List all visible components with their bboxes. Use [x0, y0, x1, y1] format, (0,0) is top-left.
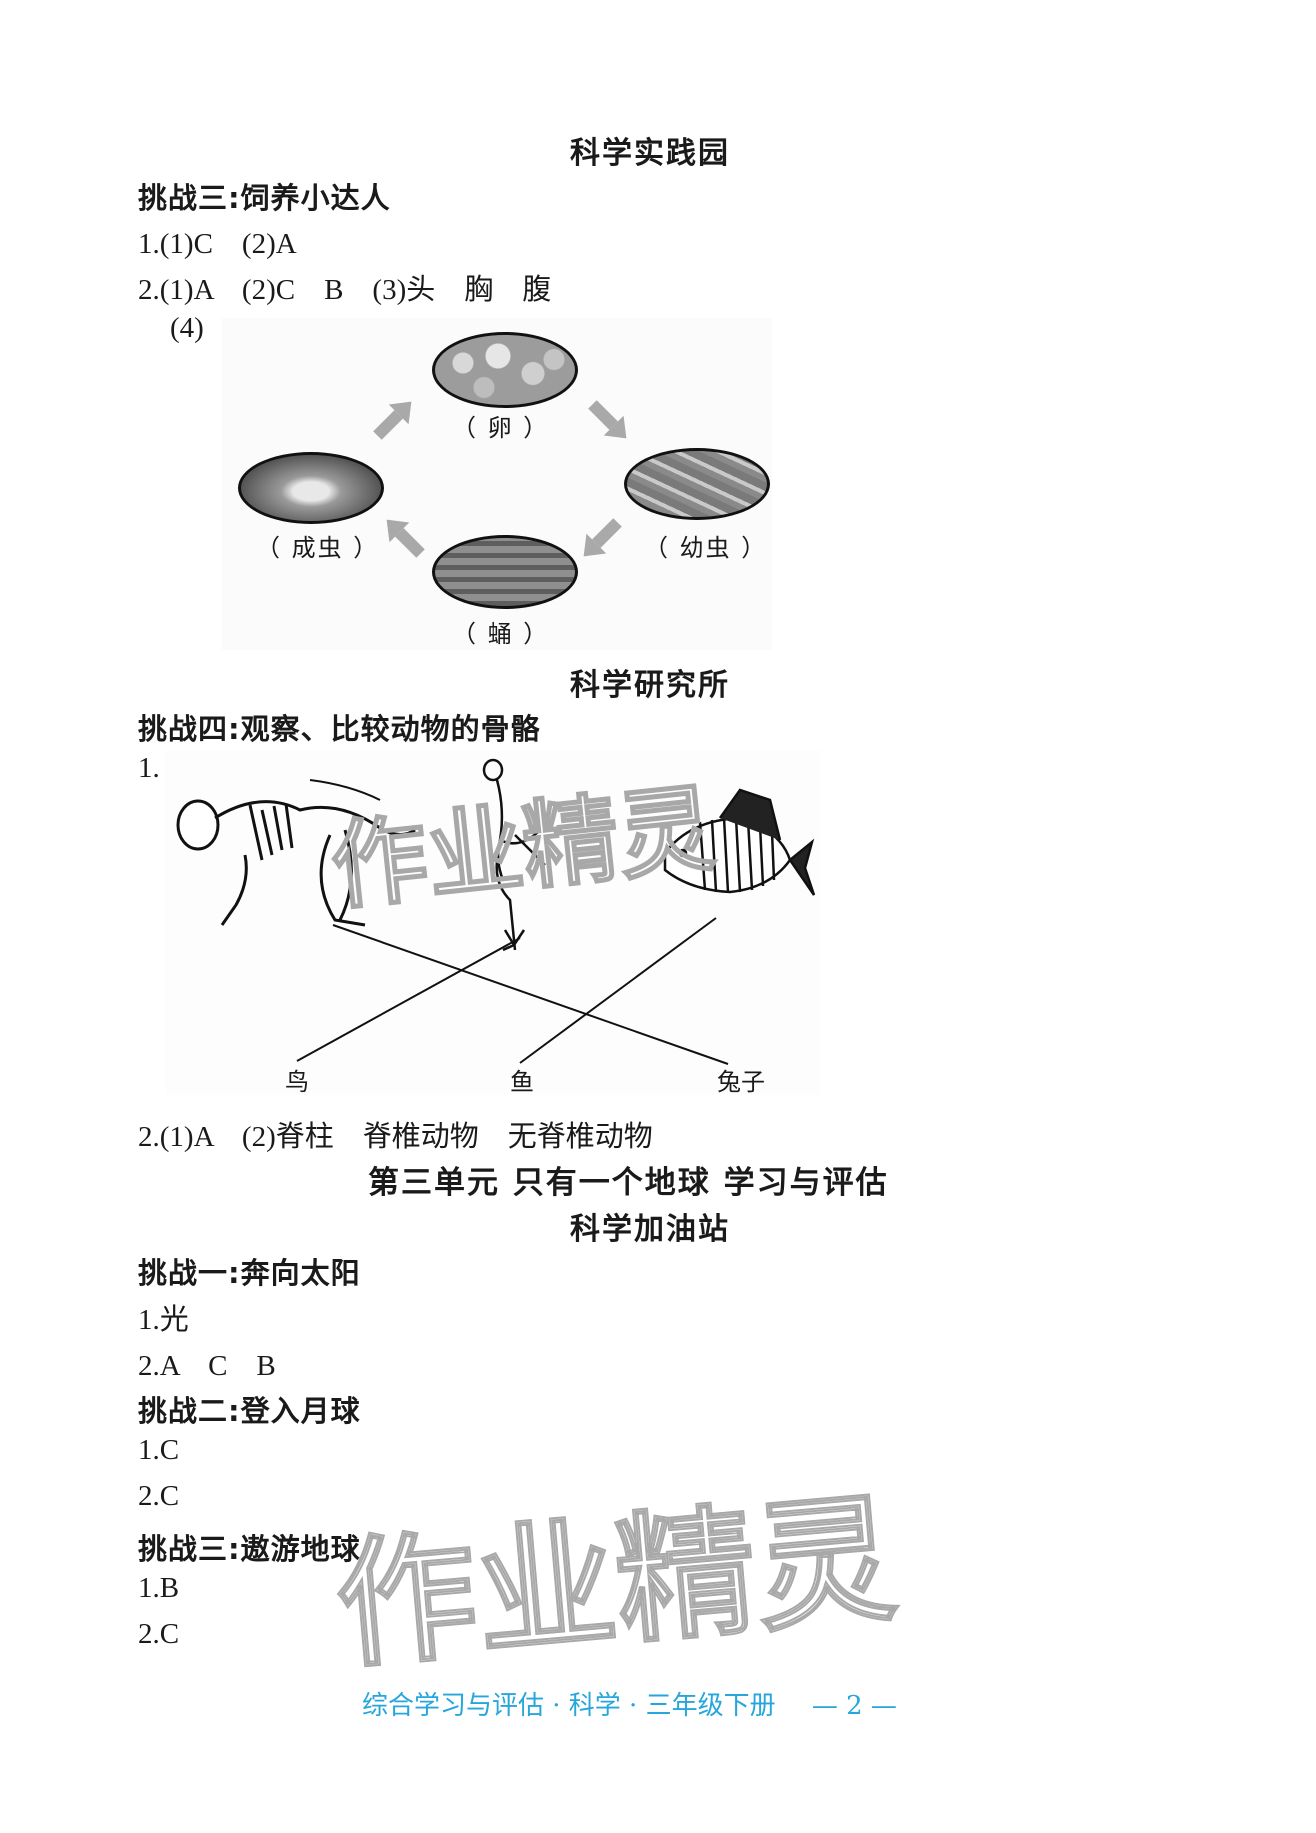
stage-label-pupa: （ 蛹 ） — [452, 620, 550, 648]
matching-lines — [296, 917, 729, 1065]
bird-skeleton-icon — [482, 758, 546, 952]
label-fish: 鱼 — [510, 1068, 534, 1096]
arrow-down-right-icon — [588, 400, 627, 439]
answer-line: 2.C — [138, 1618, 180, 1650]
answer-line: 1.B — [138, 1572, 180, 1604]
challenge-heading: 挑战三:饲养小达人 — [138, 181, 391, 215]
line-rabbit-to-rabbit — [332, 924, 729, 1065]
page-number: — 2 — — [811, 1691, 897, 1721]
arrow-up-right-icon — [373, 401, 412, 440]
line-fish-to-fish — [519, 917, 717, 1064]
stage-label-egg: （ 卵 ） — [452, 414, 550, 442]
arrow-down-left-icon — [583, 518, 622, 557]
arrow-up-left-icon — [386, 519, 425, 558]
label-rabbit: 兔子 — [717, 1068, 765, 1096]
answer-line: 2.(1)A (2)脊柱 脊椎动物 无脊椎动物 — [138, 1121, 653, 1153]
unit-title: 第三单元 只有一个地球 学习与评估 — [368, 1165, 889, 1201]
answer-line: 1. — [138, 752, 160, 784]
footer-book-title: 综合学习与评估 · 科学 · 三年级下册 — [362, 1691, 776, 1721]
label-bird: 鸟 — [285, 1068, 309, 1096]
answer-line: 2.(1)A (2)C B (3)头 胸 腹 — [138, 274, 552, 306]
challenge-heading: 挑战三:遨游地球 — [138, 1532, 361, 1566]
stage-label-larva: （ 幼虫 ） — [644, 534, 768, 562]
answer-line: 1.C — [138, 1434, 180, 1466]
answer-line: 1.(1)C (2)A — [138, 228, 297, 260]
answer-line: 2.A C B — [138, 1350, 276, 1382]
challenge-heading: 挑战四:观察、比较动物的骨骼 — [138, 712, 541, 746]
adult-moth-photo — [238, 452, 384, 524]
stage-label-adult: （ 成虫 ） — [256, 534, 380, 562]
section-title-practice: 科学实践园 — [570, 136, 730, 171]
page-footer: 综合学习与评估 · 科学 · 三年级下册 — 2 — — [362, 1685, 897, 1722]
pupa-photo — [432, 535, 578, 609]
challenge-heading: 挑战一:奔向太阳 — [138, 1256, 361, 1290]
section-title-research: 科学研究所 — [570, 668, 730, 703]
answer-line: (4) — [170, 312, 204, 344]
larva-photo — [624, 448, 770, 520]
section-title-station: 科学加油站 — [570, 1212, 730, 1247]
egg-photo — [432, 332, 578, 408]
challenge-heading: 挑战二:登入月球 — [138, 1394, 361, 1428]
fish-skeleton-icon — [663, 788, 816, 896]
answer-line: 2.C — [138, 1480, 180, 1512]
rabbit-skeleton-icon — [176, 779, 416, 927]
line-bird-to-bird — [296, 937, 521, 1062]
answer-line: 1.光 — [138, 1304, 189, 1336]
